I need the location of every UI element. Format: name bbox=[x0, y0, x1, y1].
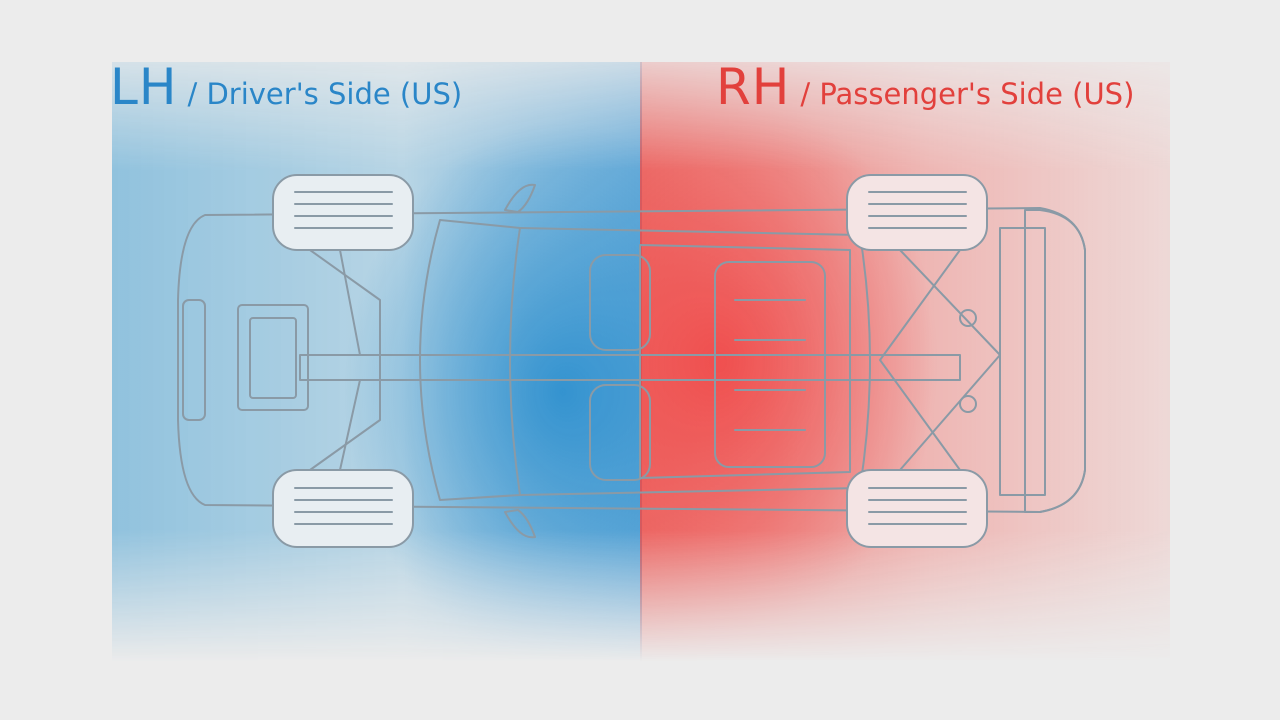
windshield-frame bbox=[419, 219, 521, 501]
front-bumper bbox=[182, 299, 206, 421]
right-mirror bbox=[504, 509, 536, 539]
wheel-front-left bbox=[272, 174, 414, 251]
driver-side-label: LH / Driver's Side (US) bbox=[110, 58, 462, 116]
driveshaft bbox=[299, 354, 961, 381]
wheel-rear-right bbox=[846, 469, 988, 548]
cabin-frame bbox=[519, 227, 871, 496]
passenger-side-highlight bbox=[640, 62, 1170, 662]
driver-side-text: / Driver's Side (US) bbox=[187, 77, 463, 111]
passenger-side-text: / Passenger's Side (US) bbox=[800, 77, 1135, 111]
rear-subframe bbox=[899, 249, 1001, 471]
passenger-side-label: RH / Passenger's Side (US) bbox=[716, 58, 1134, 116]
rh-code: RH bbox=[716, 58, 791, 116]
seat-front-left bbox=[589, 254, 651, 351]
driver-side-highlight bbox=[112, 62, 642, 662]
radiator bbox=[237, 304, 309, 411]
rear-bumper bbox=[1024, 209, 1086, 513]
left-mirror bbox=[504, 183, 536, 213]
lh-code: LH bbox=[110, 58, 178, 116]
seat-rear bbox=[714, 261, 826, 468]
seat-front-right bbox=[589, 384, 651, 481]
wheel-rear-left bbox=[846, 174, 988, 251]
wheel-front-right bbox=[272, 469, 414, 548]
